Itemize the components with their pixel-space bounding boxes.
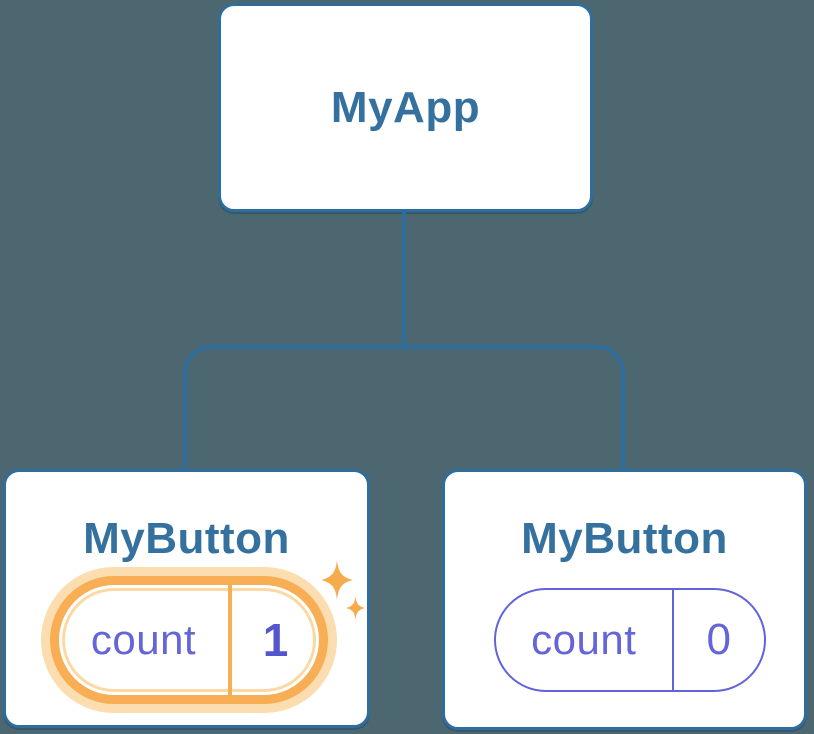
state-value: 1 (262, 614, 289, 666)
tree-connector-stem (402, 212, 406, 346)
component-node-myapp: MyApp (218, 3, 593, 212)
component-label: MyButton (83, 514, 290, 563)
component-label: MyButton (521, 514, 728, 563)
component-node-mybutton: MyButton count 0 (442, 469, 807, 730)
sparkles-icon (321, 560, 353, 600)
tree-connector-branches (183, 345, 625, 472)
state-name: count (531, 616, 637, 663)
sparkles-icon (344, 596, 367, 620)
state-pill-highlighted: count 1 (50, 576, 328, 704)
component-label: MyApp (330, 82, 481, 132)
state-name: count (90, 616, 197, 663)
component-node-mybutton-updated: MyButton count 1 (3, 469, 370, 728)
state-value: 0 (706, 615, 732, 664)
state-pill: count 0 (494, 588, 766, 692)
